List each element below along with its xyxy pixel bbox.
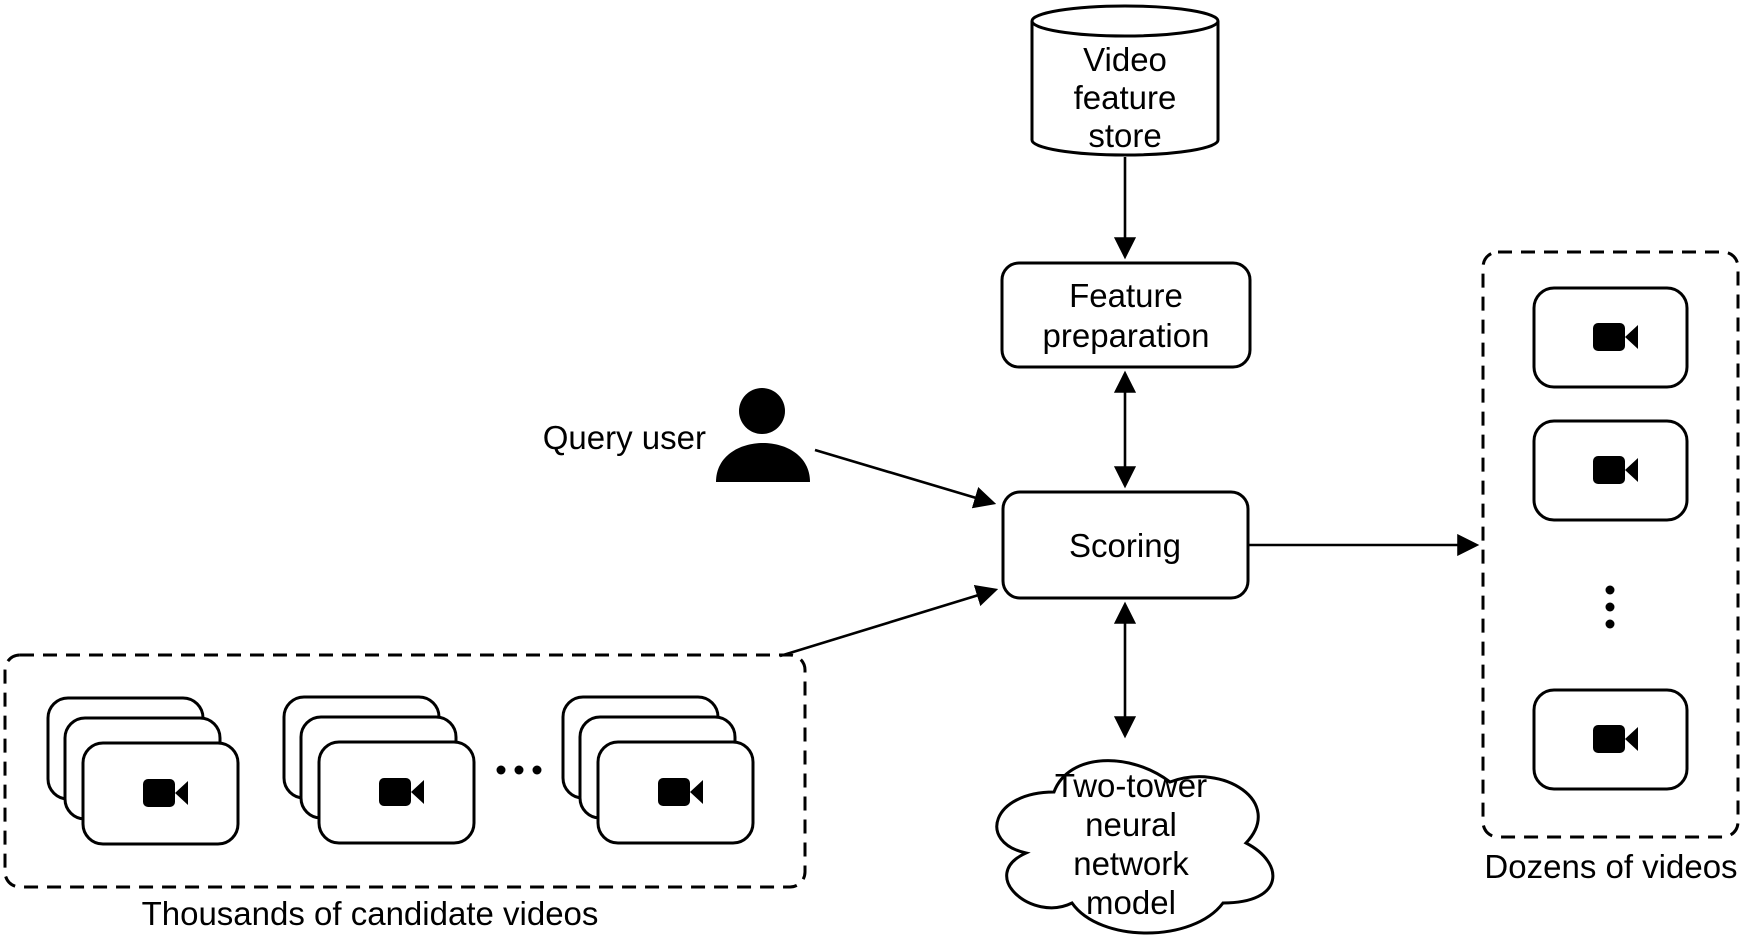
model-label-line2: neural	[1085, 806, 1177, 843]
candidate-videos-dashed-box	[3, 653, 807, 889]
model-label-line1: Two-tower	[1055, 767, 1207, 804]
candidate-videos-caption: Thousands of candidate videos	[142, 895, 599, 932]
node-feature-preparation: Feature preparation	[1000, 261, 1252, 369]
video-stack	[46, 696, 240, 846]
store-label-line3: store	[1088, 117, 1161, 154]
node-query-user: Query user	[543, 388, 810, 482]
feature-prep-label-line1: Feature	[1069, 277, 1183, 314]
model-label-line4: model	[1086, 884, 1176, 921]
horizontal-ellipsis-icon	[496, 765, 542, 775]
arrow-candidates-to-scoring	[779, 584, 999, 658]
arrow-query-user-to-scoring	[814, 448, 997, 509]
feature-prep-label-line2: preparation	[1043, 317, 1210, 354]
vertical-ellipsis-icon	[1605, 585, 1615, 629]
cloud-shape	[995, 759, 1275, 935]
node-scoring: Scoring	[1001, 490, 1250, 600]
query-user-label: Query user	[543, 419, 706, 456]
scoring-label: Scoring	[1069, 527, 1181, 564]
cylinder-top	[1030, 4, 1220, 38]
output-videos-caption: Dozens of videos	[1484, 848, 1737, 885]
scoring-box	[1001, 490, 1250, 600]
person-icon	[716, 388, 810, 482]
group-candidate-videos: Thousands of candidate videos	[3, 653, 807, 932]
node-video-feature-store: Video feature store	[1030, 4, 1220, 157]
video-stack	[561, 695, 755, 845]
store-label-line2: feature	[1074, 79, 1177, 116]
model-label-line3: network	[1073, 845, 1189, 882]
feature-preparation-box	[1000, 261, 1252, 369]
store-label-line1: Video	[1083, 41, 1167, 78]
group-output-videos: Dozens of videos	[1481, 250, 1740, 885]
node-two-tower-model: Two-tower neural network model	[995, 759, 1275, 935]
video-stack	[282, 695, 476, 845]
cylinder-body	[1030, 21, 1220, 157]
